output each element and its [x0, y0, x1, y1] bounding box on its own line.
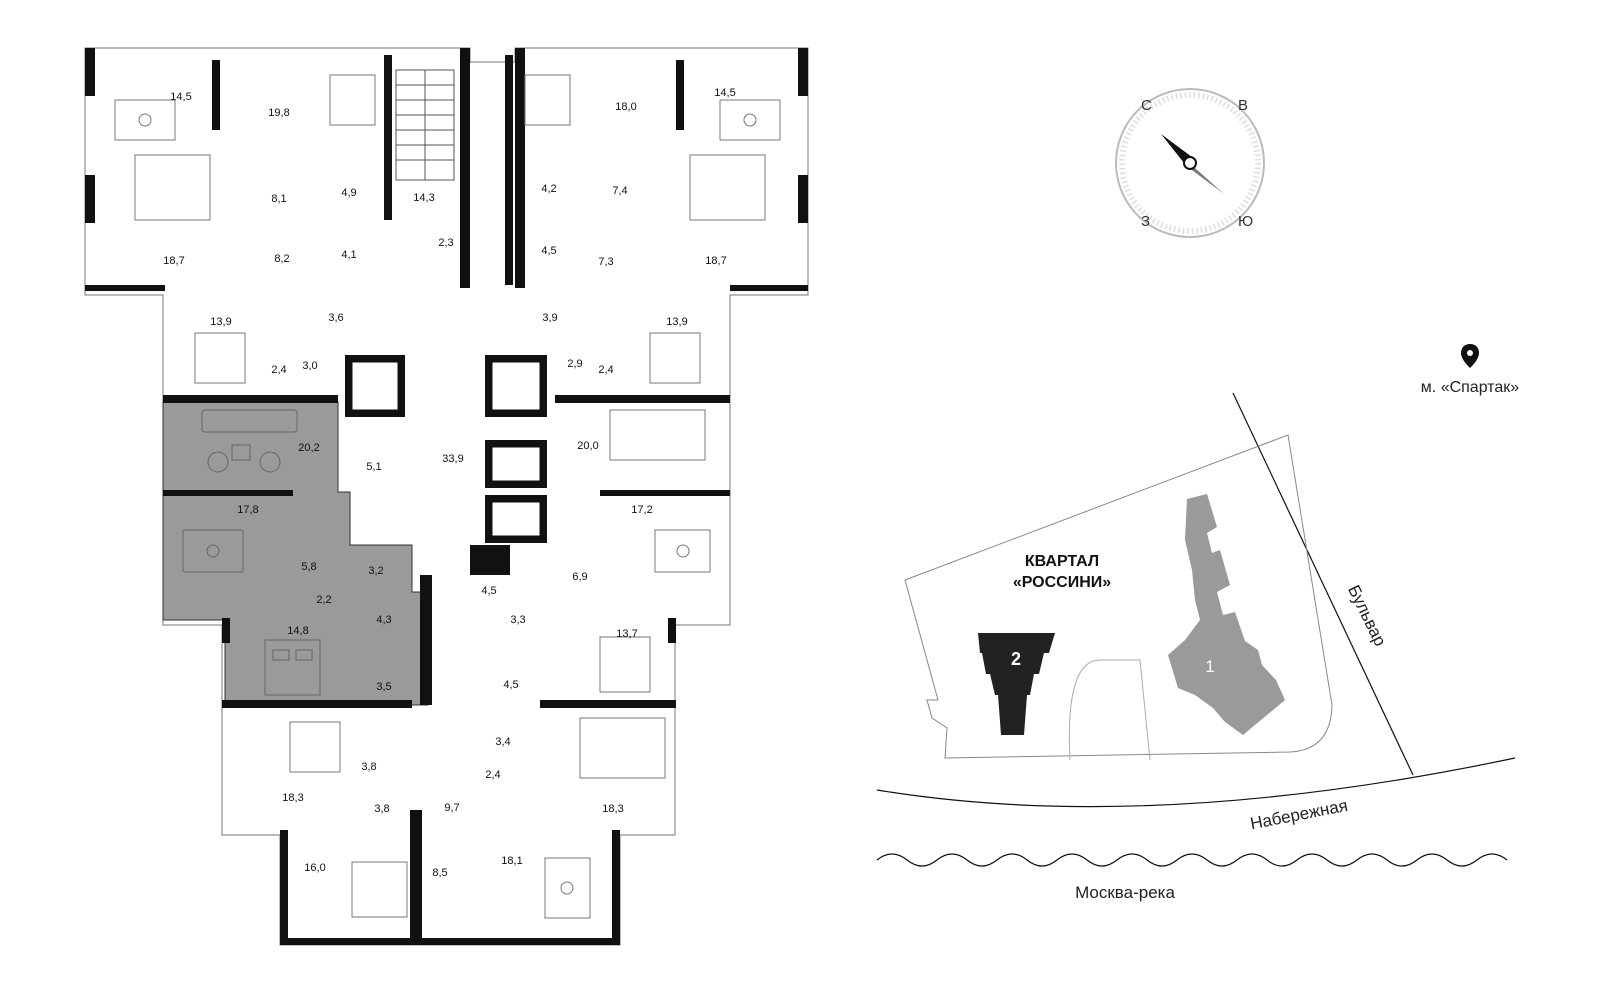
room-area-label: 14,8: [287, 625, 308, 637]
room-area-label: 16,0: [304, 862, 325, 874]
room-area-label: 4,9: [341, 187, 356, 199]
room-area-label: 4,2: [541, 183, 556, 195]
room-area-label: 3,8: [374, 803, 389, 815]
room-area-label: 14,3: [413, 192, 434, 204]
room-area-label: 4,5: [481, 585, 496, 597]
floor-plan: 14,5 19,8 18,0 14,5 8,1 4,9 14,3 4,2 7,4…: [84, 47, 809, 946]
building-1[interactable]: [1168, 494, 1285, 735]
room-area-label: 7,4: [612, 185, 627, 197]
compass-north-label: С: [1141, 97, 1152, 114]
room-area-label: 8,5: [432, 867, 447, 879]
room-area-label: 4,5: [503, 679, 518, 691]
room-area-label: 18,3: [602, 803, 623, 815]
stairs: [395, 69, 455, 181]
room-area-label: 2,4: [485, 769, 500, 781]
room-area-label: 18,7: [163, 255, 184, 267]
room-area-label: 17,8: [237, 504, 258, 516]
room-area-label: 2,3: [438, 237, 453, 249]
compass: С В З Ю: [1115, 88, 1265, 238]
room-area-label: 8,2: [274, 253, 289, 265]
room-area-label: 2,2: [316, 594, 331, 606]
room-area-label: 3,5: [376, 681, 391, 693]
room-area-label: 3,6: [328, 312, 343, 324]
building-2[interactable]: [978, 633, 1055, 735]
room-area-label: 7,3: [598, 256, 613, 268]
room-area-label: 3,8: [361, 761, 376, 773]
room-area-label: 3,4: [495, 736, 510, 748]
street-embankment-label: Набережная: [1249, 796, 1350, 834]
room-area-label: 18,0: [615, 101, 636, 113]
river-label: Москва-река: [1075, 883, 1175, 902]
room-area-label: 3,9: [542, 312, 557, 324]
compass-east-label: В: [1238, 97, 1248, 114]
quarter-title-line1: КВАРТАЛ: [1025, 553, 1099, 570]
compass-south-label: Ю: [1238, 213, 1253, 230]
room-area-label: 6,9: [572, 571, 587, 583]
room-area-label: 13,7: [616, 628, 637, 640]
room-area-label: 14,5: [714, 87, 735, 99]
room-area-label: 5,1: [366, 461, 381, 473]
highlight-furniture: [182, 409, 321, 696]
room-area-label: 4,1: [341, 249, 356, 261]
room-area-label: 8,1: [271, 193, 286, 205]
room-area-label: 5,8: [301, 561, 316, 573]
room-area-label: 3,2: [368, 565, 383, 577]
metro-marker: м. «Спартак»: [1421, 344, 1520, 396]
room-area-label: 20,2: [298, 442, 319, 454]
metro-label: м. «Спартак»: [1421, 379, 1520, 396]
room-area-label: 9,7: [444, 802, 459, 814]
quarter-title-line2: «РОССИНИ»: [1013, 574, 1111, 591]
room-area-label: 13,9: [666, 316, 687, 328]
room-area-label: 13,9: [210, 316, 231, 328]
room-area-label: 2,4: [271, 364, 286, 376]
room-area-label: 2,9: [567, 358, 582, 370]
compass-west-label: З: [1141, 213, 1150, 230]
room-area-label: 3,0: [302, 360, 317, 372]
room-area-label: 3,3: [510, 614, 525, 626]
building-2-label: 2: [1011, 649, 1021, 669]
room-area-label: 20,0: [577, 440, 598, 452]
street-boulevard-label: Бульвар: [1344, 582, 1390, 649]
building-1-label: 1: [1205, 657, 1214, 676]
furniture: [114, 74, 781, 919]
room-area-label: 4,3: [376, 614, 391, 626]
room-area-label: 17,2: [631, 504, 652, 516]
elevators: [351, 361, 541, 537]
room-area-label: 2,4: [598, 364, 613, 376]
room-area-label: 4,5: [541, 245, 556, 257]
room-area-label: 14,5: [170, 91, 191, 103]
room-area-label: 18,1: [501, 855, 522, 867]
site-map: 1 2 КВАРТАЛ «РОССИНИ» Бульвар Набережная…: [876, 392, 1516, 902]
room-area-labels: 14,5 19,8 18,0 14,5 8,1 4,9 14,3 4,2 7,4…: [163, 87, 735, 879]
room-area-label: 19,8: [268, 107, 289, 119]
compass-needle-south: [1186, 160, 1224, 194]
room-area-label: 18,7: [705, 255, 726, 267]
room-area-label: 33,9: [442, 453, 463, 465]
room-area-label: 18,3: [282, 792, 303, 804]
